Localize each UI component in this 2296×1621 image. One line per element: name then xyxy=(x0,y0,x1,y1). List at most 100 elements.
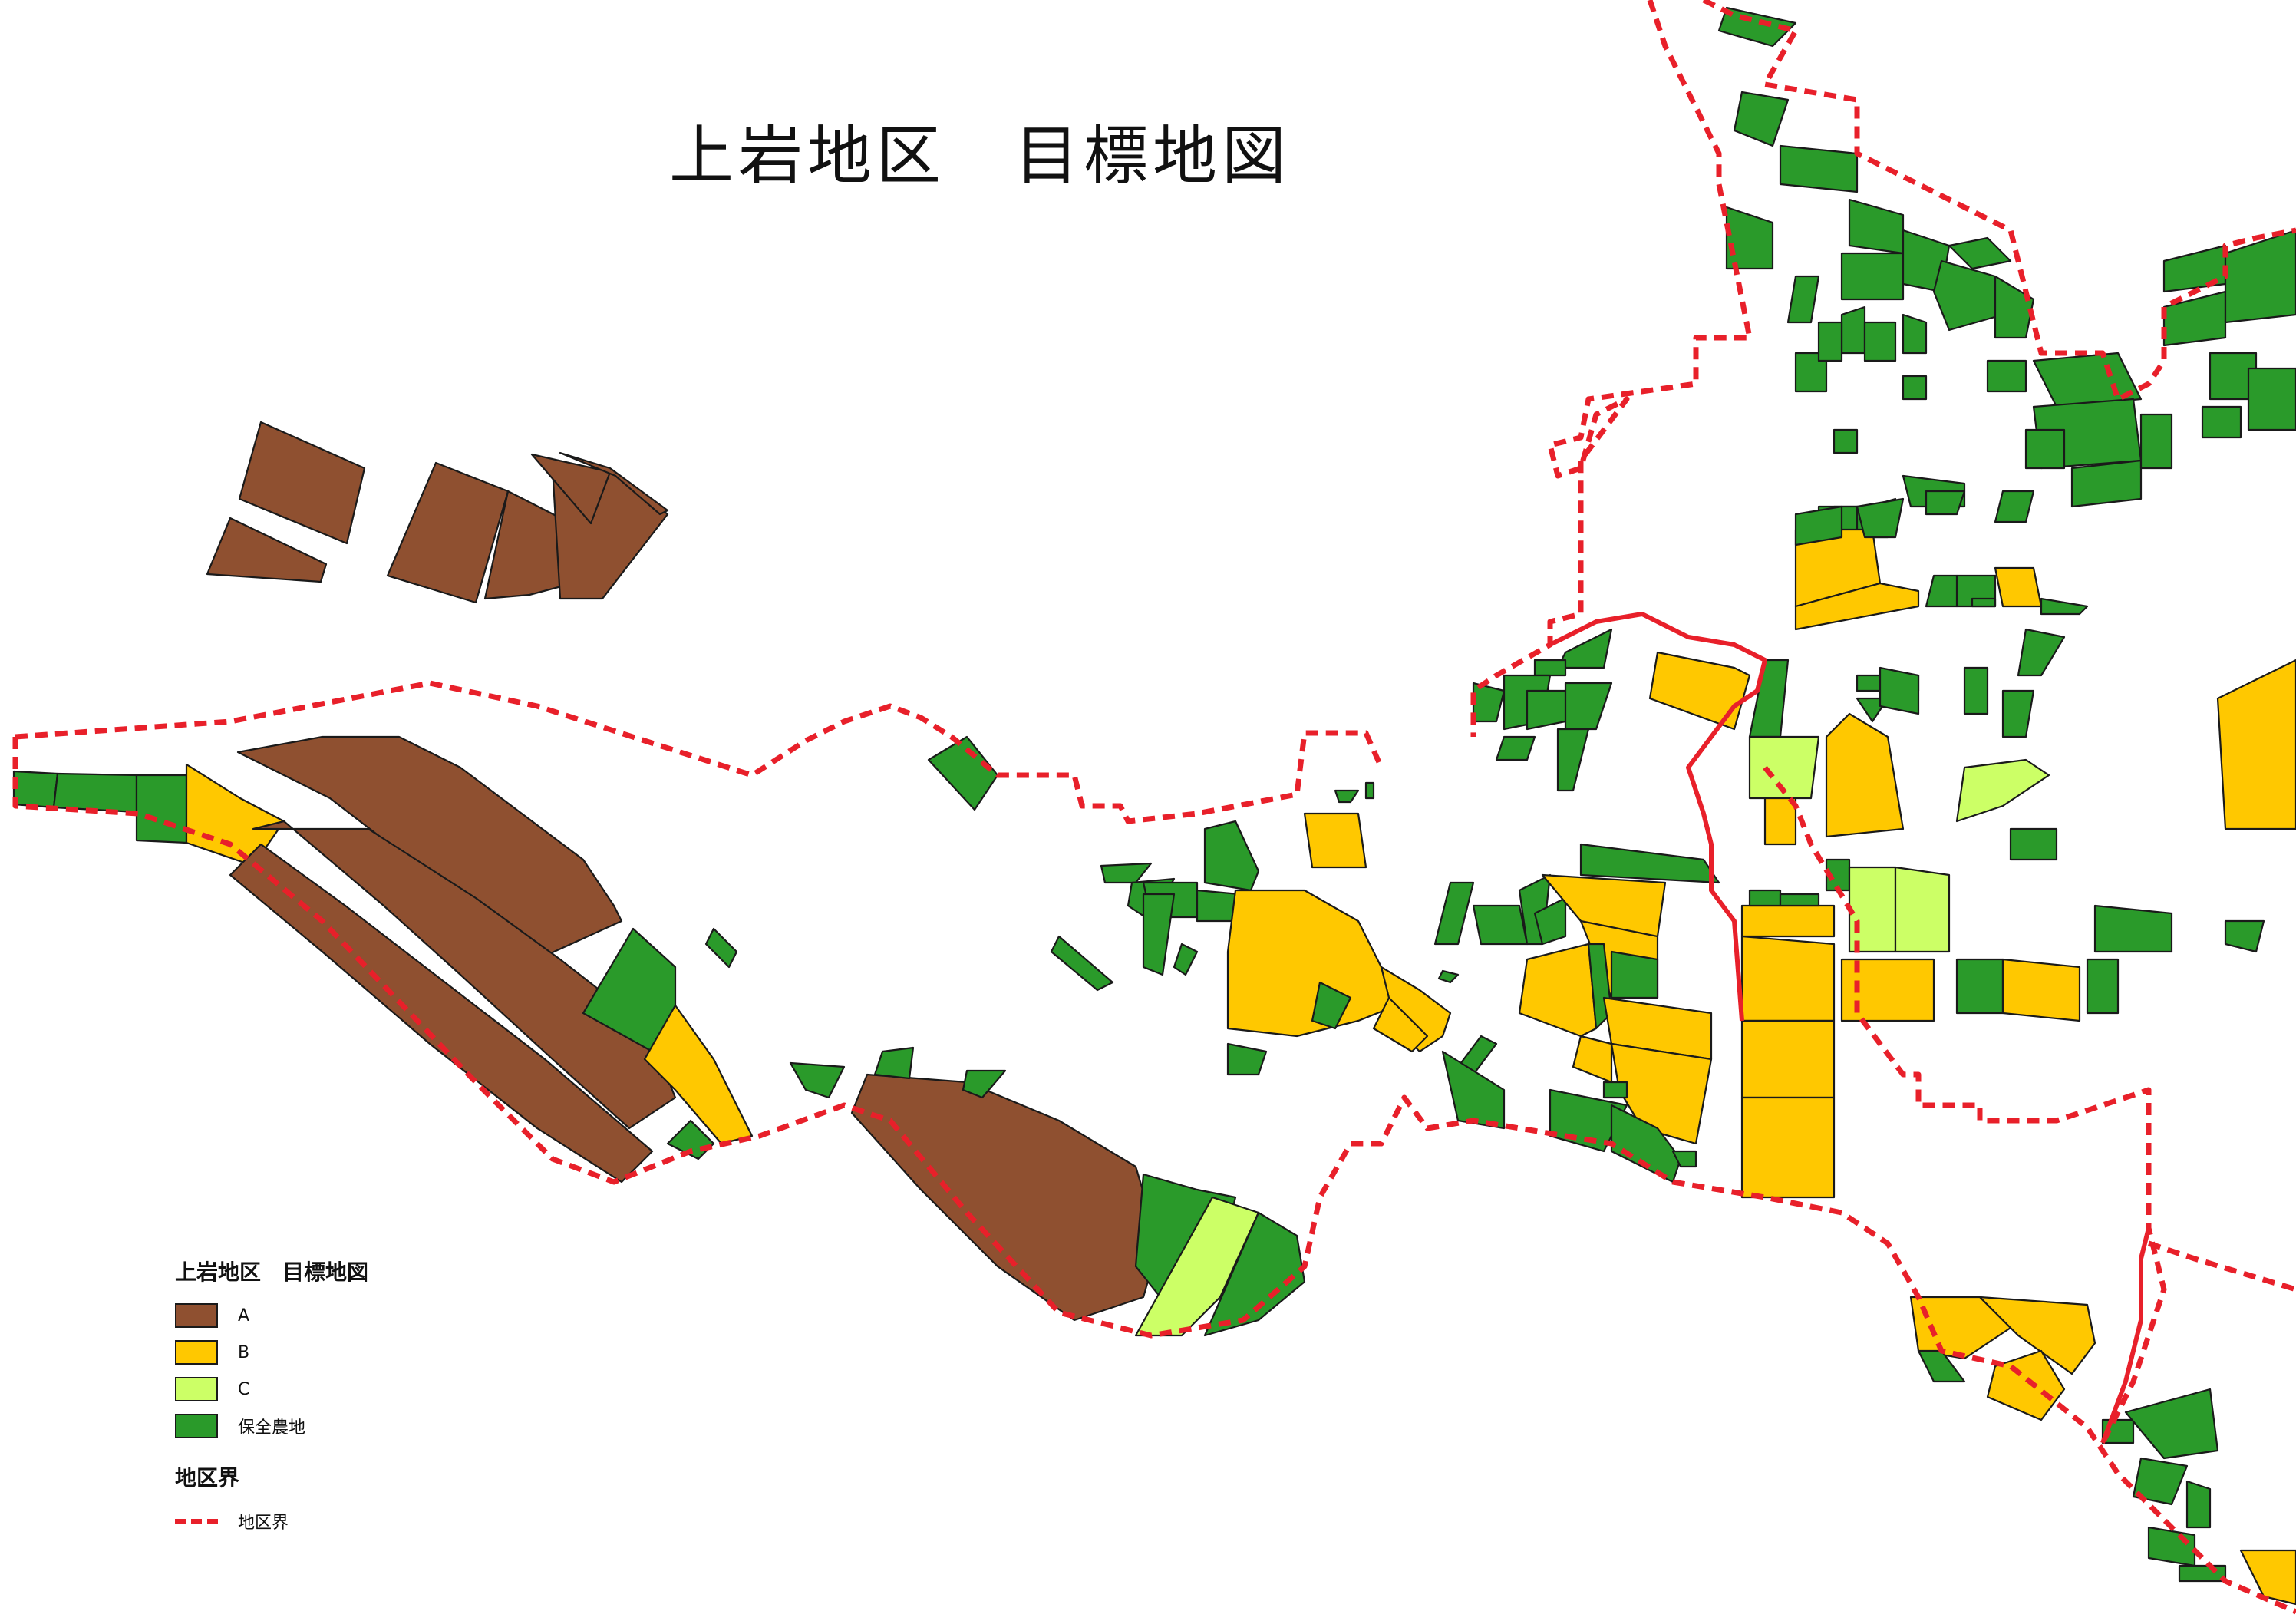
parcel-conserve-43 xyxy=(1433,881,1475,946)
parcel-conserve-116 xyxy=(1848,198,1905,255)
parcel-a-13 xyxy=(229,843,654,1184)
legend-swatch-conserve xyxy=(175,1414,218,1438)
boundary-east-edge xyxy=(2147,1240,2296,1293)
parcel-conserve-68 xyxy=(1556,728,1590,792)
parcel-a-1 xyxy=(206,517,328,583)
parcel-conserve-113 xyxy=(1725,206,1774,270)
parcel-c-87 xyxy=(1848,866,1897,953)
parcels xyxy=(12,6,2296,1606)
parcel-b-92 xyxy=(1740,1096,1836,1199)
parcel-conserve-71 xyxy=(1748,659,1790,738)
parcel-conserve-69 xyxy=(1495,735,1536,761)
parcel-conserve-8 xyxy=(52,772,138,814)
parcel-conserve-130 xyxy=(2139,413,2173,470)
parcel-conserve-97 xyxy=(2224,919,2265,953)
parcel-conserve-153 xyxy=(1925,574,1958,608)
legend-swatch-c xyxy=(175,1377,218,1401)
parcel-conserve-133 xyxy=(2224,229,2296,324)
parcel-b-101 xyxy=(1986,1349,2066,1421)
legend-label-c: C xyxy=(238,1379,250,1399)
parcel-conserve-79 xyxy=(1963,666,1989,715)
legend-label-a: A xyxy=(238,1306,250,1326)
parcel-conserve-39 xyxy=(1364,781,1375,800)
district-boundary-solid xyxy=(1549,612,2151,1444)
parcel-b-99 xyxy=(1909,1296,2012,1360)
parcel-conserve-9 xyxy=(135,774,188,844)
parcel-conserve-106 xyxy=(2185,1480,2212,1529)
parcel-conserve-61 xyxy=(1671,1150,1697,1168)
parcel-conserve-119 xyxy=(1948,236,2012,270)
legend-swatch-a xyxy=(175,1303,218,1328)
parcel-conserve-17 xyxy=(704,927,738,969)
parcel-conserve-95 xyxy=(2086,958,2120,1015)
legend-boundary-line xyxy=(175,1518,218,1524)
parcel-conserve-38 xyxy=(1334,789,1360,804)
boundary-north xyxy=(1470,0,1753,737)
parcel-conserve-147 xyxy=(1925,490,1966,516)
parcel-c-76 xyxy=(1955,758,2050,823)
page-title: 上岩地区 目標地図 xyxy=(669,118,1292,193)
parcel-conserve-82 xyxy=(2009,827,2058,861)
parcel-b-34 xyxy=(1226,889,1398,1038)
parcel-conserve-122 xyxy=(1863,321,1897,362)
parcel-conserve-32 xyxy=(1142,893,1176,976)
parcel-conserve-114 xyxy=(1786,275,1820,324)
legend-item-boundary: 地区界 xyxy=(175,1503,451,1540)
map-legend: 上岩地区 目標地図 A B C 保全農地 地区界 地区界 xyxy=(175,1259,451,1540)
parcel-conserve-81 xyxy=(2001,689,2035,738)
parcel-conserve-151 xyxy=(1856,497,1905,539)
legend-label-conserve: 保全農地 xyxy=(238,1418,306,1438)
parcel-conserve-126 xyxy=(2032,352,2143,408)
parcel-conserve-137 xyxy=(1794,352,1828,393)
parcel-c-72 xyxy=(1748,735,1820,800)
parcel-a-12 xyxy=(252,820,677,1130)
parcel-conserve-26 xyxy=(1100,862,1153,884)
parcel-conserve-19 xyxy=(873,1046,915,1080)
parcel-b-90 xyxy=(1840,958,1935,1022)
parcel-conserve-80 xyxy=(2017,628,2066,677)
parcel-conserve-124 xyxy=(1902,375,1928,401)
parcel-conserve-154 xyxy=(1971,597,1997,608)
parcel-conserve-31 xyxy=(1050,935,1114,992)
parcel-conserve-128 xyxy=(2070,459,2143,508)
parcel-conserve-112 xyxy=(1779,144,1859,193)
parcel-b-98 xyxy=(2216,659,2296,830)
parcel-conserve-109 xyxy=(2178,1564,2227,1583)
parcel-conserve-52 xyxy=(1610,950,1659,999)
parcel-conserve-125 xyxy=(1986,359,2027,393)
parcel-conserve-30 xyxy=(1203,820,1260,892)
parcel-b-73 xyxy=(1763,797,1797,846)
parcel-conserve-104 xyxy=(2124,1388,2219,1460)
parcel-conserve-7 xyxy=(12,770,59,809)
parcel-conserve-49 xyxy=(1579,843,1720,884)
legend-label-b: B xyxy=(238,1342,250,1362)
legend-item-c: C xyxy=(175,1371,451,1408)
legend-heading: 上岩地区 目標地図 xyxy=(175,1259,369,1285)
parcel-b-54 xyxy=(1572,1035,1613,1084)
parcel-conserve-105 xyxy=(2132,1457,2189,1506)
parcel-b-36 xyxy=(1372,996,1429,1053)
parcel-conserve-20 xyxy=(789,1061,846,1099)
parcel-conserve-135 xyxy=(2247,367,2296,431)
parcel-conserve-107 xyxy=(2147,1526,2196,1567)
parcel-conserve-121 xyxy=(1840,305,1866,355)
parcel-a-6 xyxy=(559,451,669,516)
parcel-conserve-21 xyxy=(962,1069,1007,1099)
parcel-b-152 xyxy=(1994,566,2043,608)
parcel-conserve-78 xyxy=(1879,666,1920,715)
parcel-conserve-111 xyxy=(1733,91,1790,147)
parcel-conserve-118 xyxy=(1932,259,2004,332)
legend-item-conserve: 保全農地 xyxy=(175,1408,451,1444)
parcel-conserve-67 xyxy=(1564,682,1613,731)
parcel-conserve-123 xyxy=(1902,313,1928,355)
legend-item-b: B xyxy=(175,1334,451,1371)
parcel-conserve-150 xyxy=(1794,505,1843,546)
parcel-conserve-139 xyxy=(1833,428,1859,454)
boundary-east-inner xyxy=(1763,765,2167,1444)
parcel-conserve-129 xyxy=(2024,428,2066,470)
parcel-conserve-131 xyxy=(2162,244,2227,293)
parcel-conserve-58 xyxy=(1441,1050,1506,1130)
parcel-a-18 xyxy=(850,1073,1160,1322)
boundary-solid-north xyxy=(1549,612,1767,1022)
